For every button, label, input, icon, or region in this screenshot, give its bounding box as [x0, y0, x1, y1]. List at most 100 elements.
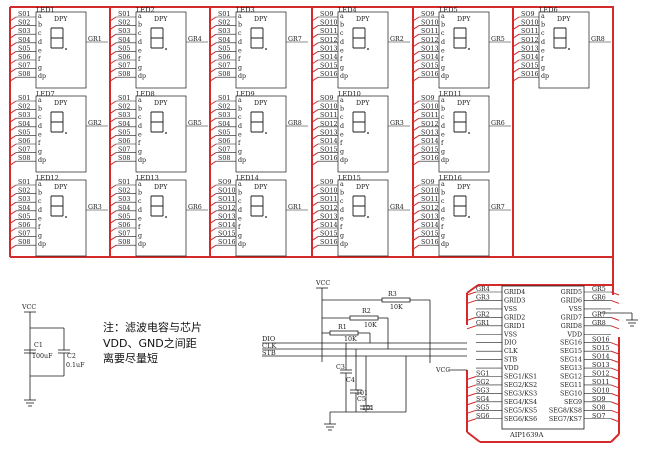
chip-bus-entry: [610, 316, 620, 321]
bus-entry: [9, 33, 17, 39]
pin-label: SO12: [421, 205, 439, 212]
pin-label: S06: [18, 222, 30, 229]
pin-label: SO11: [421, 196, 439, 203]
segment-letter: g: [238, 65, 242, 72]
bus-entry: [412, 236, 420, 242]
segment-letter: d: [441, 39, 445, 46]
seven-segment-glyph: [50, 111, 64, 133]
decimal-point: [468, 132, 470, 134]
bus-entry: [512, 42, 520, 48]
dpy-label: DPY: [356, 184, 370, 191]
bus-entry: [109, 25, 117, 31]
chip-left-net: GR3: [476, 294, 490, 301]
chip-bus-entry: [610, 392, 620, 397]
segment-letter: g: [441, 233, 445, 240]
bus-entry: [209, 109, 217, 115]
pin-label: SO12: [320, 205, 338, 212]
decimal-point: [65, 132, 67, 134]
pin-label: SO10: [421, 20, 439, 27]
pin-label: S06: [218, 54, 230, 61]
seven-segment-glyph: [150, 195, 164, 217]
segment-letter: a: [340, 181, 344, 188]
segment-letter: c: [38, 30, 42, 37]
segment-letter: f: [340, 56, 343, 63]
bus-entry: [109, 218, 117, 224]
bus-entry: [412, 25, 420, 31]
pin-label: S08: [118, 239, 130, 246]
c3-label: C3: [336, 364, 345, 371]
bus-entry: [9, 227, 17, 233]
segment-letter: dp: [441, 157, 449, 164]
segment-letter: a: [238, 13, 242, 20]
segment-letter: a: [441, 13, 445, 20]
bus-entry: [412, 33, 420, 39]
segment-letter: g: [138, 233, 142, 240]
pin-label: SO14: [320, 138, 338, 145]
bus-entry: [209, 25, 217, 31]
chip-bus-entry: [466, 418, 477, 423]
pin-label: SO14: [521, 54, 539, 61]
chip-bus-entry: [610, 342, 620, 347]
seven-segment-glyph: [250, 27, 264, 49]
segment-letter: c: [138, 114, 142, 121]
pin-label: S07: [218, 63, 230, 70]
pin-label: SO9: [421, 95, 434, 102]
pin-label: S05: [118, 129, 130, 136]
bus-entry: [311, 193, 319, 199]
chip-left-net: GR2: [476, 311, 490, 318]
bus-entry: [311, 76, 319, 82]
grid-net-label: GR6: [188, 204, 202, 211]
segment-letter: g: [340, 65, 344, 72]
segment-letter: e: [138, 215, 142, 222]
segment-letter: b: [340, 106, 344, 113]
pin-label: SO13: [421, 129, 439, 136]
pin-label: SO16: [320, 239, 338, 246]
pin-label: S02: [18, 188, 30, 195]
chip-right-pin-name: GRID7: [561, 314, 582, 321]
chip-right-pin-name: SEG11: [560, 382, 582, 389]
seven-segment-glyph: [453, 111, 467, 133]
bus-entry: [412, 16, 420, 22]
bus-entry: [209, 33, 217, 39]
bus-entry: [311, 33, 319, 39]
chip-bus-entry: [610, 409, 620, 414]
bus-entry: [209, 236, 217, 242]
chip-right-pin-name: SEG10: [560, 390, 582, 397]
segment-letter: a: [38, 181, 42, 188]
chip-right-net: SO14: [592, 354, 610, 361]
segment-letter: a: [138, 97, 142, 104]
r2-value: 10K: [364, 322, 377, 329]
bus-entry: [512, 16, 520, 22]
pin-label: SO11: [320, 28, 338, 35]
bus-entry: [412, 160, 420, 166]
bus-entry: [109, 143, 117, 149]
chip-left-pin-name: SEG4/KS4: [504, 399, 537, 406]
bus-entry: [209, 76, 217, 82]
segment-letter: f: [138, 56, 141, 63]
segment-letter: a: [38, 97, 42, 104]
pin-label: SO14: [320, 54, 338, 61]
chip-left-net: SG4: [476, 396, 489, 403]
bus-entry: [311, 236, 319, 242]
pin-label: SO9: [320, 179, 333, 186]
chip-left-pin-name: GRID3: [504, 297, 525, 304]
pin-label: S05: [118, 213, 130, 220]
dpy-label: DPY: [54, 100, 68, 107]
bus-entry: [209, 244, 217, 250]
segment-letter: dp: [238, 73, 246, 80]
grid-net-label: GR6: [491, 120, 505, 127]
bus-entry: [311, 134, 319, 140]
led-label: LED12: [36, 174, 59, 182]
segment-letter: a: [138, 181, 142, 188]
pin-label: S07: [118, 63, 130, 70]
segment-letter: d: [138, 39, 142, 46]
grid-net-label: GR1: [288, 204, 302, 211]
pin-label: S07: [218, 147, 230, 154]
chip-bus-entry: [610, 384, 620, 389]
chip-right-net: SO12: [592, 371, 610, 378]
bus-entry: [209, 117, 217, 123]
